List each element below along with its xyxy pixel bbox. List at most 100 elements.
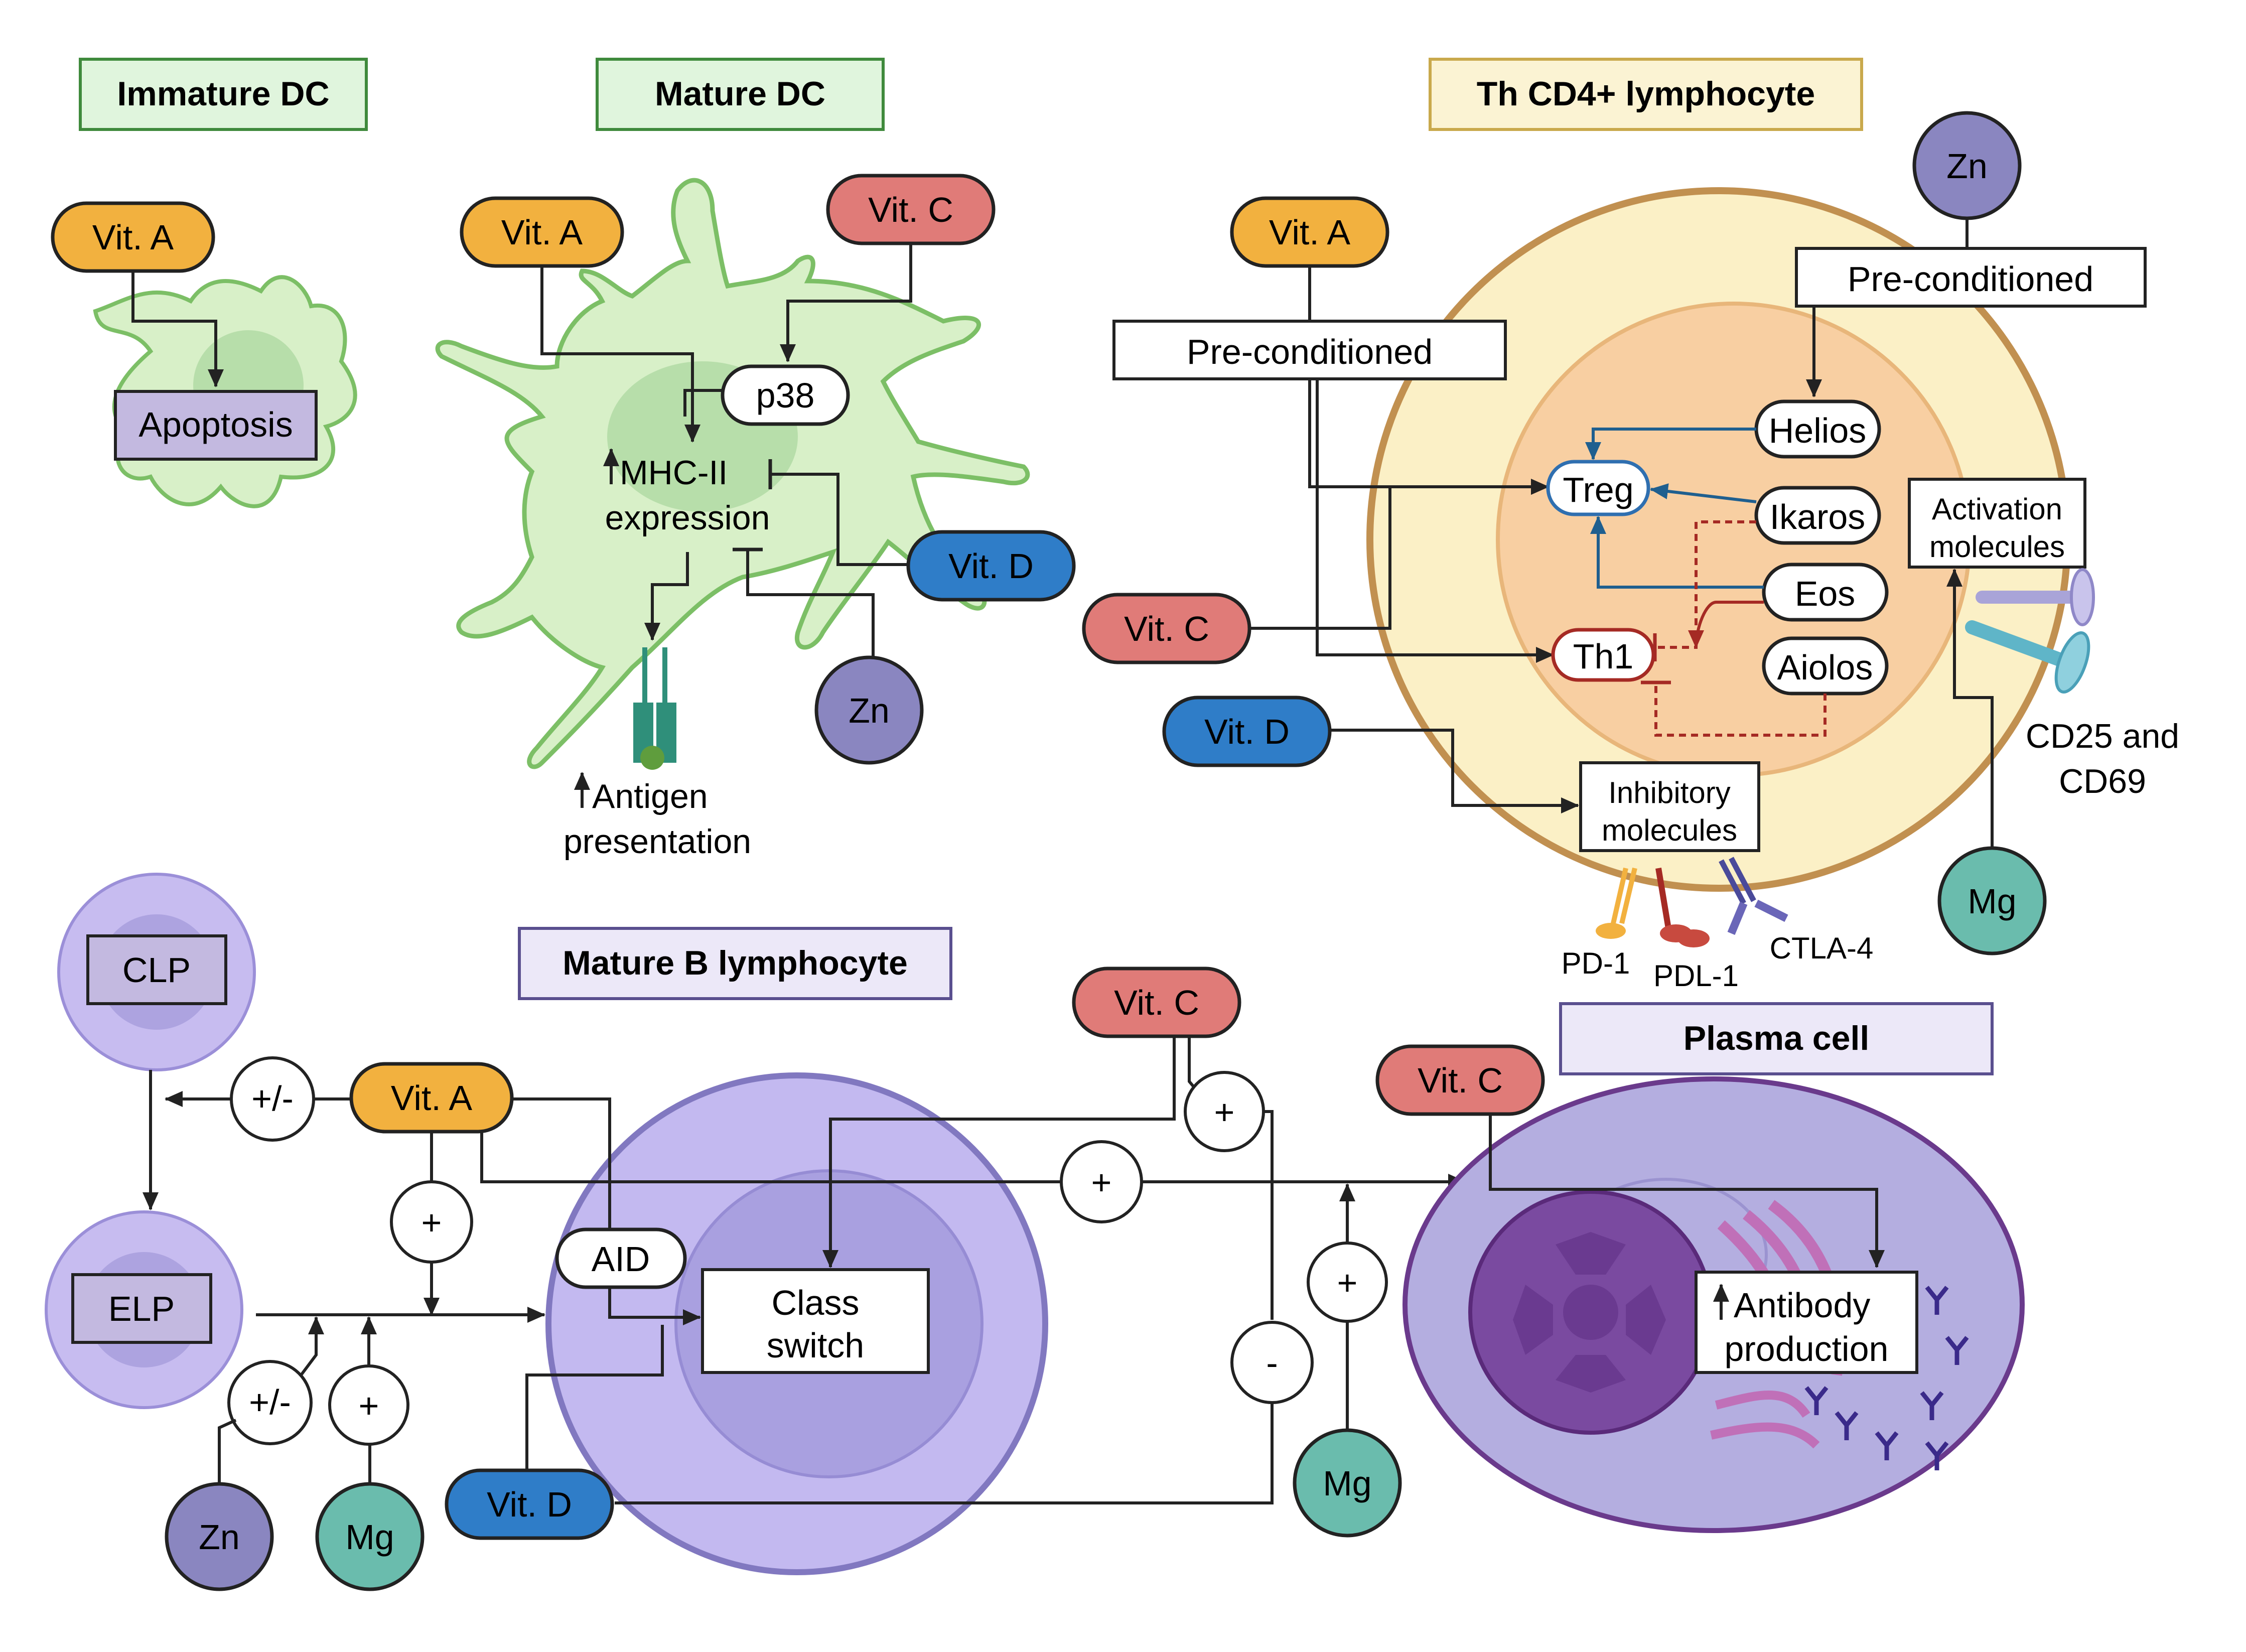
pd1-receptor-icon [1596, 867, 1637, 939]
svg-text:Mg: Mg [1323, 1464, 1371, 1503]
svg-text:Vit. A: Vit. A [92, 218, 174, 257]
svg-text:Vit. C: Vit. C [1114, 983, 1199, 1022]
cd25-cd69-label: CD25 and CD69 [2026, 717, 2179, 800]
vit-d-pill-b: Vit. D [445, 1468, 614, 1540]
vit-d-to-class-switch-line [525, 1325, 664, 1470]
svg-text:Pre-conditioned: Pre-conditioned [1848, 259, 2093, 299]
svg-text:molecules: molecules [1929, 530, 2065, 564]
vit-c-pill-th: Vit. C [1082, 593, 1251, 664]
svg-text:+/-: +/- [249, 1383, 291, 1422]
mg-circle-b: Mg [315, 1482, 425, 1591]
svg-text:MHC-II: MHC-II [620, 454, 728, 492]
svg-text:presentation: presentation [564, 822, 751, 861]
plus-circle-vit-a: + [390, 1180, 473, 1264]
svg-text:Class: Class [771, 1283, 859, 1322]
preconditioned-box-zn: Pre-conditioned [1795, 247, 2147, 308]
svg-text:molecules: molecules [1602, 813, 1737, 847]
header-plasma-cell: Plasma cell [1559, 1002, 1994, 1075]
antibody-icons [1804, 1286, 1969, 1470]
minus-circle-vit-d: - [1230, 1321, 1314, 1404]
svg-text:+: + [422, 1203, 442, 1242]
vit-a-to-class-switch-arrow [512, 1097, 701, 1325]
plus-circle-vit-c: + [1184, 1071, 1265, 1152]
svg-text:Zn: Zn [849, 691, 890, 730]
svg-text:Zn: Zn [199, 1518, 240, 1557]
antibody-production-box: Antibody production [1695, 1271, 1918, 1374]
svg-text:Plasma cell: Plasma cell [1683, 1019, 1869, 1057]
svg-text:AID: AID [592, 1240, 650, 1279]
pdl1-receptor-icon [1655, 868, 1710, 947]
svg-text:+: + [1091, 1163, 1112, 1202]
zn-inhibits-mhc-line [746, 549, 875, 657]
minus-to-vit-d-line [615, 1403, 1274, 1504]
ctla4-label: CTLA-4 [1770, 931, 1874, 965]
vit-d-to-inhibitory-arrow [1330, 729, 1579, 813]
pdl1-label: PDL-1 [1653, 959, 1739, 993]
svg-text:CLP: CLP [122, 950, 191, 990]
activation-molecules-box: Activation molecules [1908, 478, 2086, 569]
vit-a-to-th1-arrow [1316, 379, 1554, 663]
helios-pill: Helios [1754, 399, 1881, 459]
svg-text:Inhibitory: Inhibitory [1608, 776, 1730, 809]
plusminus-zn-arrow [300, 1316, 324, 1376]
svg-text:Vit. D: Vit. D [948, 546, 1034, 586]
zn-to-helios-arrow [1806, 305, 1897, 397]
svg-text:ELP: ELP [108, 1289, 175, 1328]
class-switch-box: Class switch [701, 1268, 930, 1374]
vit-c-to-treg-arrow [1249, 479, 1549, 630]
svg-text:-: - [1266, 1343, 1278, 1383]
svg-text:Th CD4+ lymphocyte: Th CD4+ lymphocyte [1477, 75, 1815, 113]
svg-text:Helios: Helios [1769, 411, 1867, 450]
svg-text:Vit. D: Vit. D [1204, 712, 1290, 751]
vit-a-to-plasma-line [480, 1132, 1061, 1183]
svg-text:Vit. A: Vit. A [501, 213, 583, 252]
clp-cell: CLP [57, 873, 256, 1071]
svg-text:Antigen: Antigen [592, 777, 708, 815]
mhc-receptor-icon [633, 647, 676, 770]
vit-a-pill-mature-dc: Vit. A [460, 196, 624, 268]
svg-text:Aiolos: Aiolos [1777, 648, 1873, 687]
plus-circle-mg-plasma: + [1307, 1242, 1388, 1323]
vit-c-to-class-switch-arrow [822, 1036, 1176, 1268]
vit-a-pill-b: Vit. A [349, 1062, 514, 1134]
vit-c-to-p38-arrow [780, 243, 912, 362]
svg-text:Vit. C: Vit. C [868, 190, 953, 229]
vit-d-pill-th: Vit. D [1162, 696, 1332, 767]
svg-text:CD25 and: CD25 and [2026, 717, 2179, 755]
svg-text:Antibody: Antibody [1734, 1286, 1870, 1325]
elp-cell: ELP [45, 1210, 243, 1409]
svg-text:CD69: CD69 [2059, 762, 2146, 800]
cd69-receptor-icon [1965, 620, 2090, 694]
svg-text:Immature DC: Immature DC [117, 75, 329, 113]
preconditioned-box-vit-a: Pre-conditioned [1112, 320, 1507, 380]
svg-text:expression: expression [605, 499, 770, 537]
vit-a-to-mhc-arrow [540, 266, 700, 443]
antigen-presentation-label: Antigen presentation [564, 772, 751, 861]
vit-a-pill-th: Vit. A [1230, 196, 1389, 268]
pd1-label: PD-1 [1562, 946, 1630, 980]
svg-text:Vit. C: Vit. C [1124, 609, 1209, 648]
th1-pill: Th1 [1551, 628, 1655, 682]
svg-text:Activation: Activation [1932, 492, 2062, 526]
zn-circle-b: Zn [165, 1482, 274, 1591]
svg-text:Pre-conditioned: Pre-conditioned [1187, 332, 1433, 371]
plus-vit-c-down-line [1262, 1110, 1274, 1320]
svg-text:Eos: Eos [1795, 574, 1856, 613]
svg-text:Mature B lymphocyte: Mature B lymphocyte [563, 944, 908, 982]
plus-circle-mg-b: + [328, 1364, 409, 1446]
eos-pill: Eos [1762, 563, 1889, 622]
svg-text:Mg: Mg [1968, 882, 2016, 921]
svg-text:+/-: +/- [251, 1079, 294, 1118]
mg-to-activation-arrow [1946, 569, 1994, 848]
ikaros-to-treg-arrow [1650, 483, 1757, 503]
vit-c-pill-plasma: Vit. C [1375, 1044, 1545, 1116]
helios-to-treg-arrow [1585, 428, 1756, 460]
ctla4-receptor-icon [1719, 857, 1788, 935]
p38-to-mhc-line [683, 389, 723, 417]
apoptosis-box: Apoptosis [114, 390, 318, 461]
plus-minus-circle-zn: +/- [227, 1360, 313, 1445]
mature-dc-cell [435, 178, 1030, 769]
svg-text:p38: p38 [756, 376, 815, 415]
svg-text:Vit. A: Vit. A [391, 1078, 472, 1118]
eos-to-th1-arrow [1688, 601, 1764, 648]
